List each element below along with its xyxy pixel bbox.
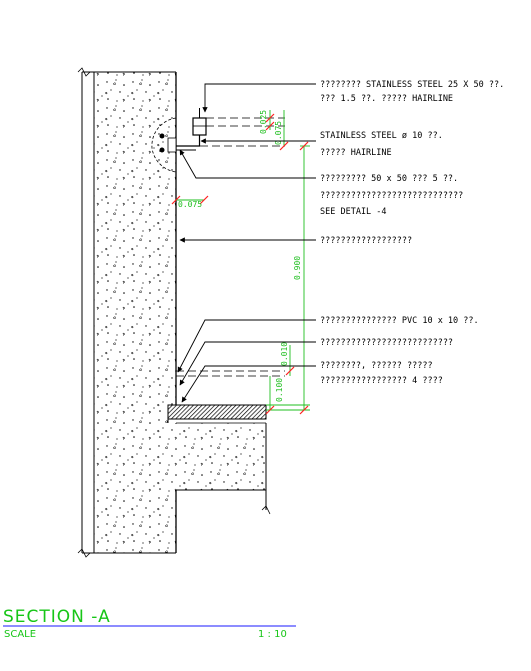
dimension-ticks	[171, 113, 309, 415]
note-wall: ??????????????????	[320, 236, 412, 246]
leader-lines	[177, 83, 316, 403]
note-bracket-line1: ????????? 50 x 50 ??? 5 ??.	[320, 174, 458, 184]
dim-0.900: 0.900	[293, 256, 302, 280]
scale-label: SCALE	[4, 629, 36, 640]
section-title: SECTION -A	[3, 607, 111, 627]
dim-0.075-horizontal: 0.075	[178, 200, 202, 209]
note-floor-line1: ????????, ?????? ?????	[320, 361, 433, 371]
annotation-notes: ???????? STAINLESS STEEL 25 X 50 ??. ???…	[320, 80, 504, 386]
note-floor-line2: ????????????????? 4 ????	[320, 376, 443, 386]
dimension-lines	[176, 110, 310, 411]
scale-value: 1 : 10	[258, 629, 287, 640]
floor-finish	[167, 404, 267, 424]
title-block: SECTION -A SCALE 1 : 10	[3, 607, 296, 640]
note-bracket-line2: ????????????????????????????	[320, 191, 463, 201]
note-rail-line1: ???????? STAINLESS STEEL 25 X 50 ??.	[320, 80, 504, 90]
note-bracket-line3: SEE DETAIL -4	[320, 207, 387, 217]
note-rod-line2: ????? HAIRLINE	[320, 148, 392, 158]
note-strip: ??????????????????????????	[320, 338, 453, 348]
note-rail-line2: ??? 1.5 ??. ????? HAIRLINE	[320, 94, 453, 104]
dim-0.100: 0.100	[275, 378, 284, 402]
handrail-assembly	[151, 108, 285, 377]
dim-0.010: 0.010	[280, 342, 289, 366]
note-pvc: ??????????????? PVC 10 x 10 ??.	[320, 316, 479, 326]
dim-0.025: 0.025	[259, 110, 268, 134]
dim-0.075-vertical: 0.075	[274, 121, 283, 145]
note-rod-line1: STAINLESS STEEL ø 10 ??.	[320, 131, 443, 141]
concrete-wall	[77, 67, 271, 558]
